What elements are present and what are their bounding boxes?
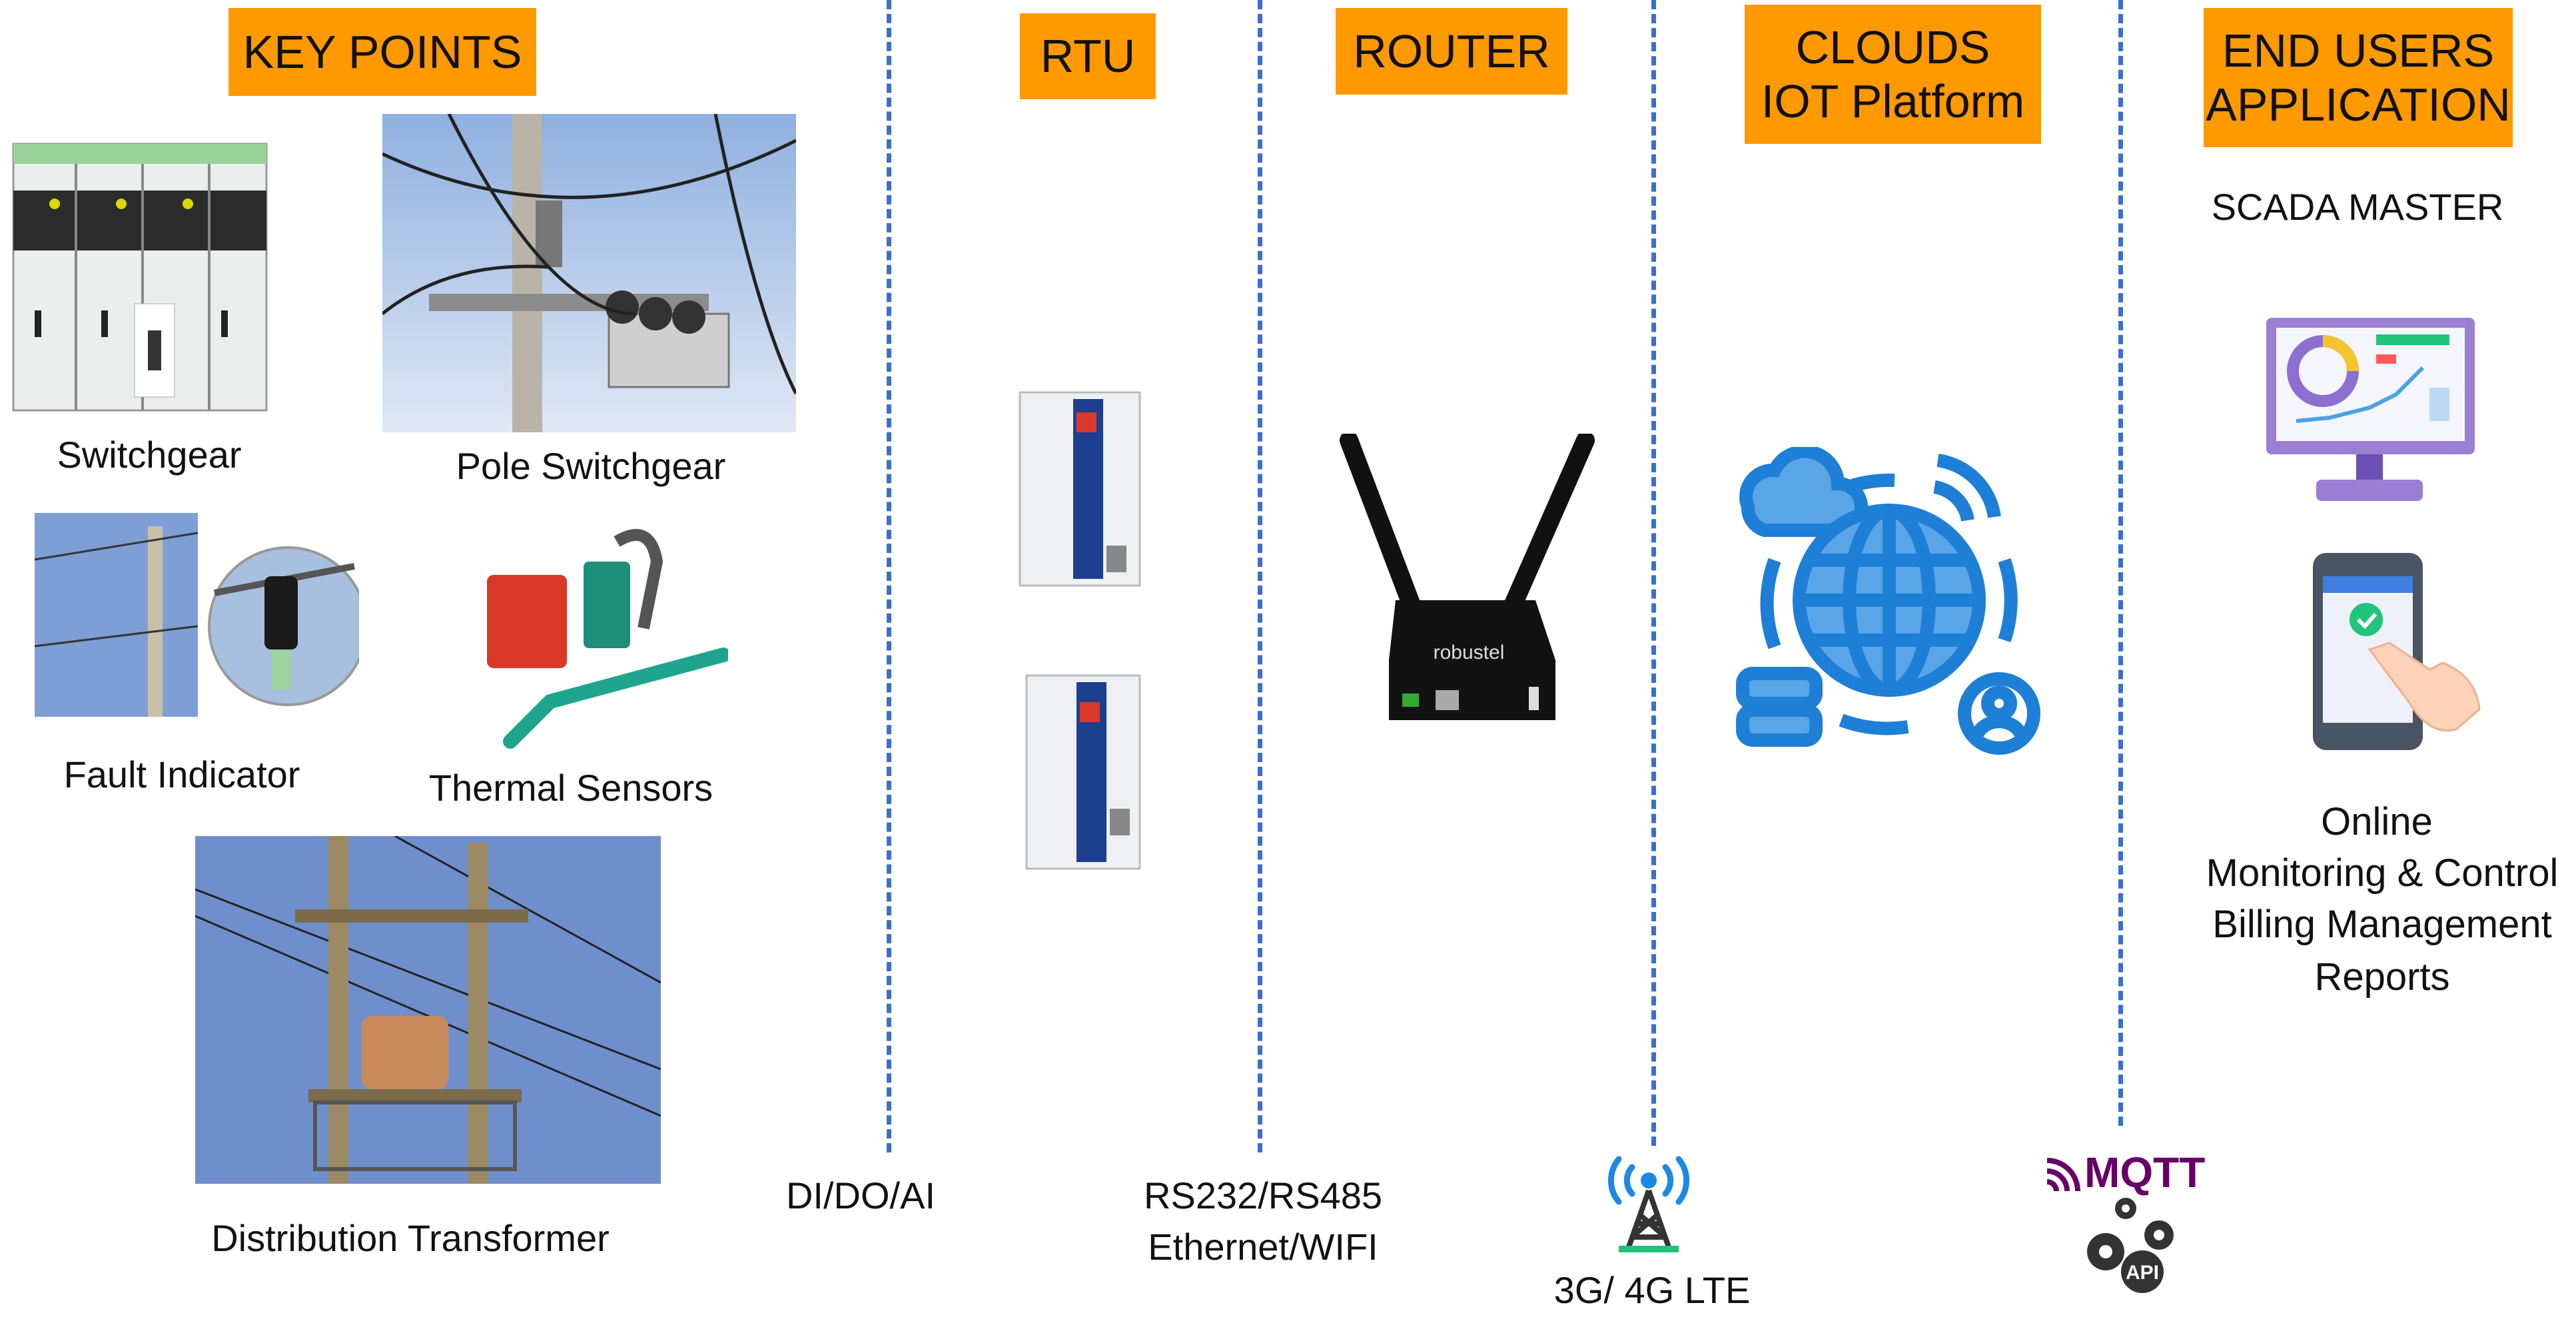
switchgear-image bbox=[8, 137, 273, 414]
header-key-points: KEY POINTS bbox=[228, 8, 536, 96]
feature-reports: Reports bbox=[2314, 955, 2450, 999]
mqtt-logo: MQTT bbox=[2044, 1148, 2206, 1196]
router-brand-logo: robustel bbox=[1434, 642, 1505, 664]
pole-switchgear-image bbox=[382, 114, 796, 432]
smartphone-touch-icon bbox=[2310, 550, 2483, 753]
dashboard-monitor-icon bbox=[2263, 314, 2478, 505]
header-label: ROUTER bbox=[1353, 25, 1550, 77]
distribution-transformer-label: Distribution Transformer bbox=[211, 1217, 610, 1259]
header-label: RTU bbox=[1040, 30, 1136, 83]
feature-billing-management: Billing Management bbox=[2212, 903, 2552, 946]
router-link-line1: RS232/RS485 bbox=[1143, 1174, 1383, 1216]
header-router: ROUTER bbox=[1336, 8, 1567, 95]
header-label: APPLICATION bbox=[2206, 78, 2511, 131]
divider-line bbox=[1258, 0, 1262, 1152]
pole-switchgear-label: Pole Switchgear bbox=[456, 445, 726, 487]
scada-master-label: SCADA MASTER bbox=[2211, 186, 2504, 228]
thermal-sensors-image bbox=[484, 522, 728, 753]
router-device-image: robustel bbox=[1336, 434, 1597, 720]
header-label: IOT Platform bbox=[1761, 75, 2025, 127]
api-label: API bbox=[2126, 1262, 2159, 1284]
router-link-line2: Ethernet/WIFI bbox=[1148, 1226, 1378, 1268]
cell-tower-icon bbox=[1602, 1154, 1695, 1253]
feature-online: Online bbox=[2321, 800, 2433, 843]
divider-line bbox=[1651, 0, 1656, 1146]
rtu-device-image bbox=[1013, 386, 1146, 600]
fault-indicator-label: Fault Indicator bbox=[63, 753, 300, 795]
header-label: KEY POINTS bbox=[242, 25, 522, 78]
distribution-transformer-image bbox=[195, 836, 661, 1184]
mqtt-signal-icon bbox=[2046, 1158, 2080, 1191]
cellular-label: 3G/ 4G LTE bbox=[1553, 1269, 1751, 1311]
divider-line bbox=[887, 0, 891, 1152]
header-label: END USERS bbox=[2222, 25, 2495, 77]
api-gears-icon: API bbox=[2086, 1195, 2179, 1295]
rtu-io-label: DI/DO/AI bbox=[785, 1174, 936, 1216]
feature-monitoring-control: Monitoring & Control bbox=[2206, 851, 2559, 895]
iot-cloud-globe-icon bbox=[1735, 447, 2041, 758]
mqtt-label: MQTT bbox=[2084, 1148, 2206, 1196]
header-rtu: RTU bbox=[1020, 13, 1156, 99]
switchgear-label: Switchgear bbox=[57, 434, 242, 476]
rtu-device-image bbox=[1013, 669, 1146, 886]
fault-indicator-image bbox=[35, 513, 359, 717]
divider-line bbox=[2118, 0, 2123, 1126]
header-label: CLOUDS bbox=[1795, 21, 1990, 73]
thermal-sensors-label: Thermal Sensors bbox=[428, 767, 713, 809]
